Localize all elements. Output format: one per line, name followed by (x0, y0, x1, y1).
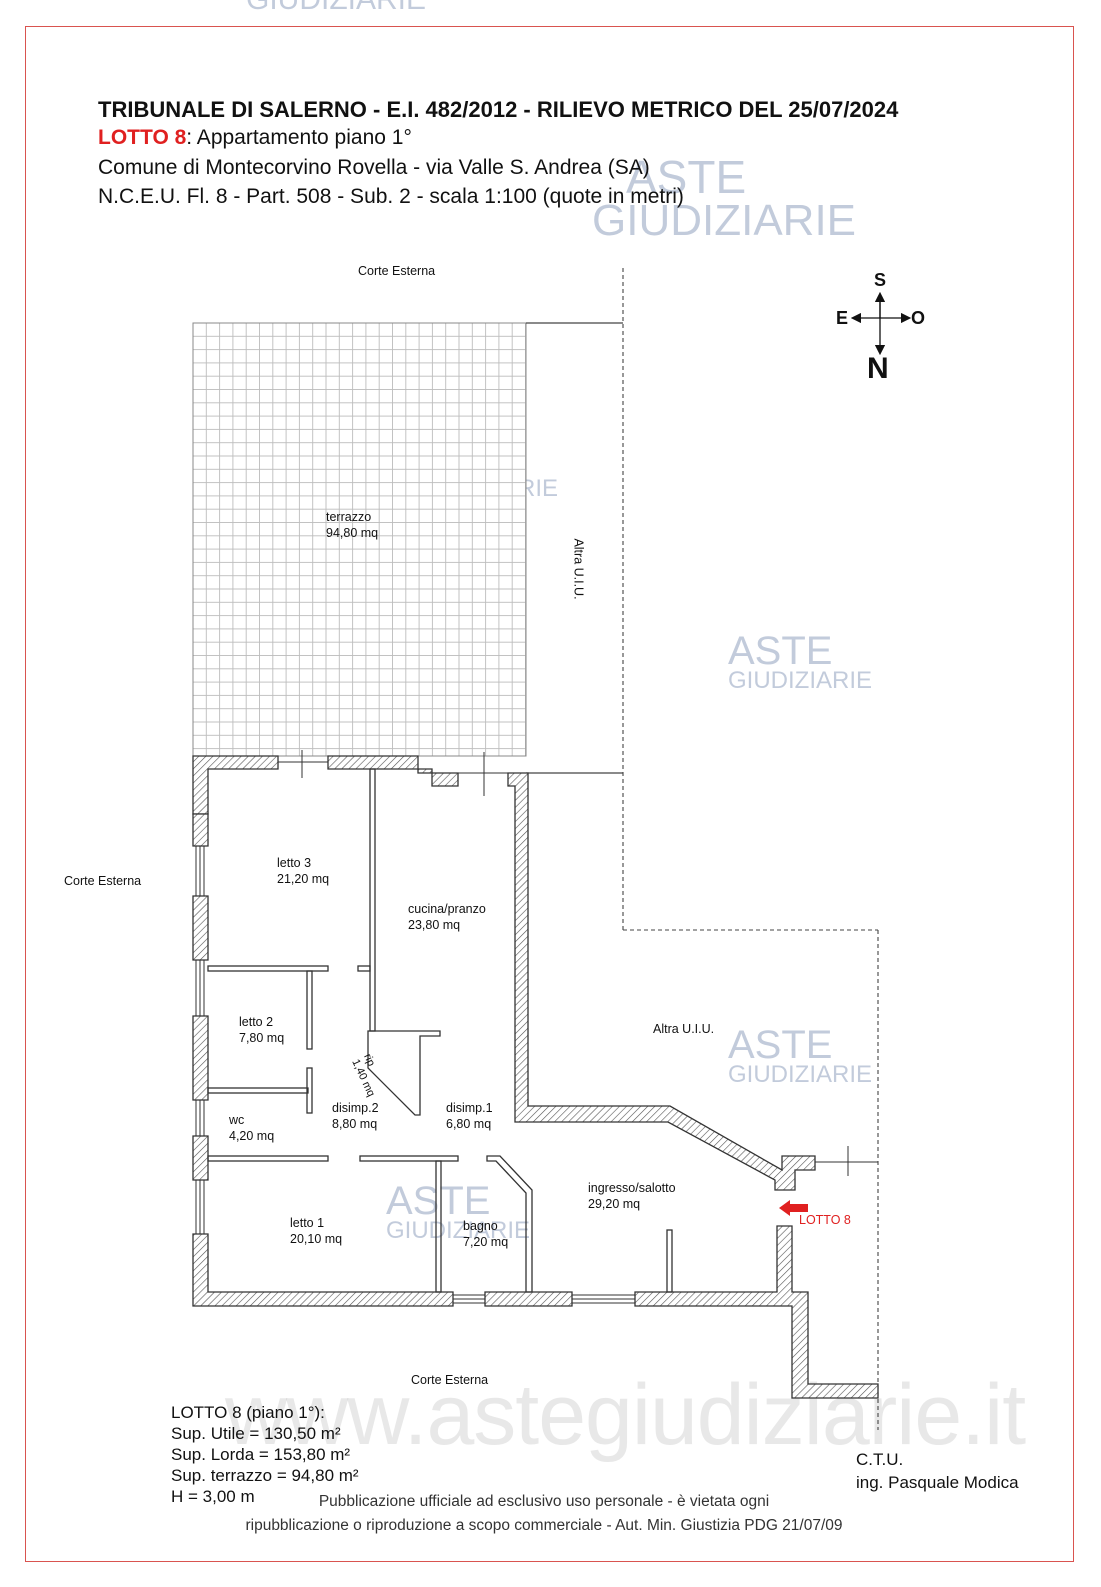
title-line: TRIBUNALE DI SALERNO - E.I. 482/2012 - R… (98, 97, 899, 122)
wall-left-1 (192, 813, 209, 847)
terrace-tiles (192, 322, 527, 757)
door-entrance-right (815, 1146, 878, 1176)
summary-altezza: H = 3,00 m (171, 1487, 255, 1506)
wall-top-right (507, 772, 816, 1191)
entrance-label: LOTTO 8 (799, 1213, 851, 1227)
entrance-arrow-icon (779, 1200, 808, 1216)
summary-block: LOTTO 8 (piano 1°): Sup. Utile = 130,50 … (171, 1402, 359, 1507)
window-left-3 (195, 1100, 205, 1136)
window-bottom-2 (572, 1294, 635, 1304)
wall-bottom-mid (484, 1291, 573, 1307)
window-left-4 (195, 1180, 205, 1234)
watermark-brand-header: ASTE GIUDIZIARIE (592, 151, 857, 245)
publication-line-1: Pubblicazione ufficiale ad esclusivo uso… (318, 1493, 770, 1510)
wall-top-mid (327, 755, 459, 787)
ctu-block: C.T.U. ing. Pasquale Modica (856, 1448, 1019, 1494)
window-bottom-1 (453, 1294, 485, 1304)
cadastral-line: N.C.E.U. Fl. 8 - Part. 508 - Sub. 2 - sc… (98, 185, 684, 208)
lotto-label: LOTTO 8 (98, 126, 187, 149)
watermark-top: GIUDIZIARIE (246, 0, 426, 15)
watermark-url: www.astegiudiziarie.it (225, 1367, 1026, 1463)
ctu-title: C.T.U. (856, 1450, 904, 1469)
summary-lorda: Sup. Lorda = 153,80 m² (171, 1445, 351, 1464)
door-terrace-1 (278, 750, 328, 778)
compass-n: N (867, 352, 889, 385)
wall-bottom-right (634, 1225, 879, 1399)
door-terrace-2 (458, 752, 508, 796)
compass-s: S (874, 270, 887, 290)
page-frame (25, 26, 1074, 1562)
summary-terrazzo: Sup. terrazzo = 94,80 m² (171, 1466, 359, 1485)
watermark-brand-right2: ASTE GIUDIZIARIE (728, 1023, 873, 1088)
compass-o: O (911, 308, 926, 328)
wall-left-4 (192, 1135, 209, 1181)
altra-uiu-vertical: Altra U.I.U. (571, 538, 586, 600)
ctu-name: ing. Pasquale Modica (856, 1473, 1019, 1492)
corte-label-left: Corte Esterna (64, 874, 142, 888)
address-line: Comune di Montecorvino Rovella - via Val… (98, 156, 650, 179)
watermark-brand-right: ASTE GIUDIZIARIE (728, 629, 873, 694)
watermark-brand-bottom: ASTE GIUDIZIARIE (386, 1179, 531, 1244)
corte-label-top: Corte Esterna (358, 264, 436, 278)
wall-left-2 (192, 895, 209, 961)
compass-e: E (836, 308, 849, 328)
wall-top-left (192, 755, 279, 815)
partitions (207, 768, 673, 1293)
publication-line-2: ripubblicazione o riproduzione a scopo c… (245, 1517, 843, 1534)
corte-label-bottom: Corte Esterna (411, 1373, 489, 1387)
lotto-desc: : Appartamento piano 1° (186, 126, 412, 149)
window-left-2 (195, 960, 205, 1016)
altra-uiu-right: Altra U.I.U. (653, 1022, 715, 1036)
summary-title: LOTTO 8 (piano 1°): (171, 1403, 325, 1422)
wall-left-5 (192, 1233, 454, 1307)
window-left-1 (195, 846, 205, 896)
lotto-line: LOTTO 8: Appartamento piano 1° (98, 126, 412, 150)
summary-utile: Sup. Utile = 130,50 m² (171, 1424, 341, 1443)
wall-left-3 (192, 1015, 209, 1101)
compass-icon (850, 291, 912, 356)
